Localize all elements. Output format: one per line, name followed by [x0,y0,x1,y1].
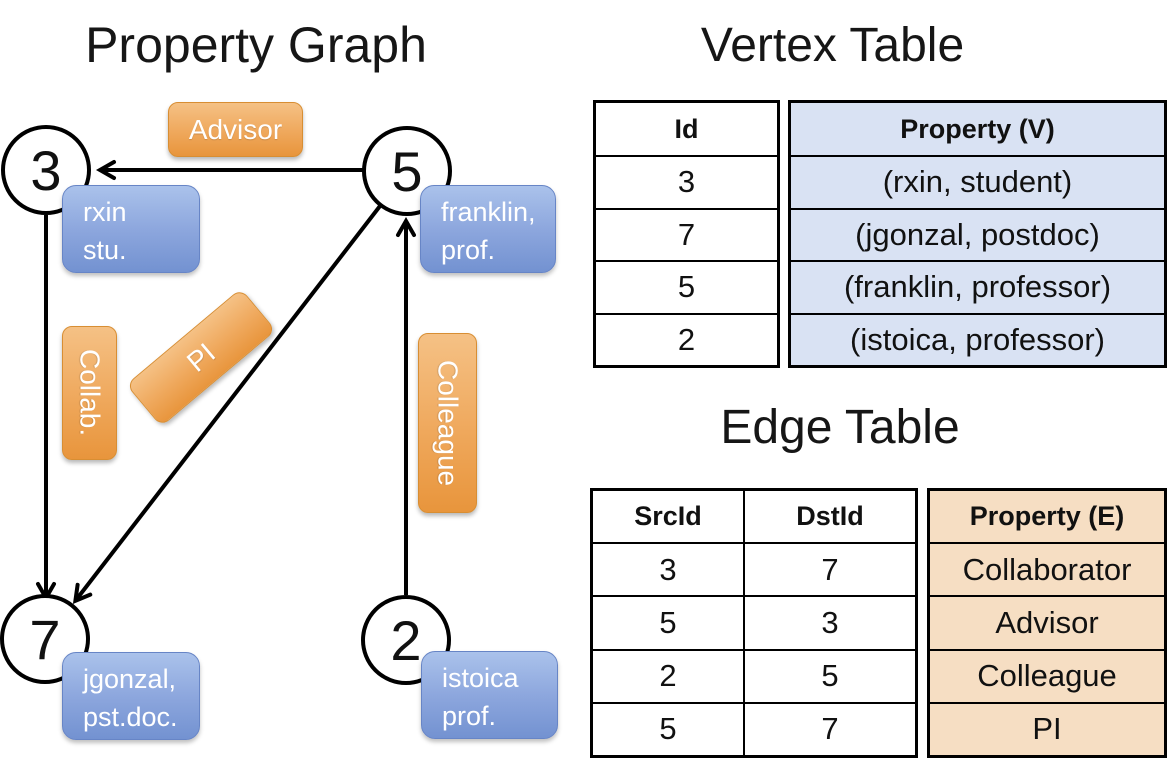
vertex-table-header-property: Property (V) [791,103,1164,155]
vertex-property-line: franklin, [441,197,536,227]
table-cell: 7 [596,207,777,261]
vertex-table-header-id: Id [674,113,699,144]
table-cell: 2 [596,312,777,366]
edge-label-colleague-text: Colleague [432,359,464,487]
edge-label-advisor-text: Advisor [188,113,283,145]
table-cell: 3 [593,542,743,595]
edge-table-title: Edge Table [720,401,960,454]
vertex-property-box-jgonzal: jgonzal, pst.doc. [62,652,200,740]
table-cell: 5 [596,260,777,313]
table-cell: PI [930,701,1164,755]
vertex-circle-2: 2 [361,595,451,685]
table-cell: 5 [593,595,743,648]
vertex-table-title: Vertex Table [700,19,965,72]
edge-table-property-column: Property (E) Collaborator Advisor Collea… [927,488,1167,758]
table-cell: (franklin, professor) [791,260,1164,313]
edge-pi-5-to-7 [72,204,382,604]
edge-table-header-dstid: DstId [743,491,915,542]
edge-label-collab: Collab. [62,326,117,460]
table-cell: Collaborator [930,542,1164,596]
vertex-property-line: istoica [442,663,519,693]
table-cell: 7 [743,701,915,755]
edge-label-colleague: Colleague [418,333,477,513]
table-cell: 5 [743,648,915,702]
edge-label-collab-text: Collab. [74,349,106,437]
vertex-id-2: 2 [390,608,422,672]
edge-table-src-dst-columns: SrcId DstId 3 7 5 3 2 5 5 7 [590,488,918,758]
edge-table-header-srcid: SrcId [634,501,702,531]
vertex-table-id-column: Id 3 7 5 2 [593,100,780,368]
edge-label-pi-text: PI [180,336,221,378]
vertex-property-box-franklin: franklin, prof. [420,185,556,273]
table-cell: Advisor [930,595,1164,649]
table-cell: 3 [596,155,777,208]
edge-label-advisor: Advisor [168,102,303,157]
table-cell: (rxin, student) [791,155,1164,208]
vertex-property-box-rxin: rxin stu. [62,185,200,273]
edge-table-header-property: Property (E) [930,491,1164,542]
table-cell: 7 [743,542,915,596]
table-cell: 3 [743,595,915,649]
vertex-property-box-istoica: istoica prof. [421,651,558,739]
table-cell: Colleague [930,648,1164,702]
vertex-property-line: jgonzal, [83,664,177,694]
table-cell: 5 [593,701,743,755]
table-cell: (istoica, professor) [791,312,1164,365]
vertex-property-line: pst.doc. [83,702,178,732]
table-cell: 2 [593,648,743,702]
vertex-circle-5: 5 [362,126,452,216]
table-cell: (jgonzal, postdoc) [791,207,1164,260]
vertex-property-line: stu. [83,235,127,265]
property-graph-title: Property Graph [85,17,427,73]
vertex-property-line: prof. [441,235,496,265]
vertex-property-line: rxin [83,197,127,227]
vertex-id-7: 7 [29,607,61,671]
vertex-table-property-column: Property (V) (rxin, student) (jgonzal, p… [788,100,1167,368]
vertex-id-3: 3 [30,138,62,202]
graph-edges-layer [36,160,416,604]
vertex-property-line: prof. [442,701,497,731]
vertex-id-5: 5 [391,139,423,203]
